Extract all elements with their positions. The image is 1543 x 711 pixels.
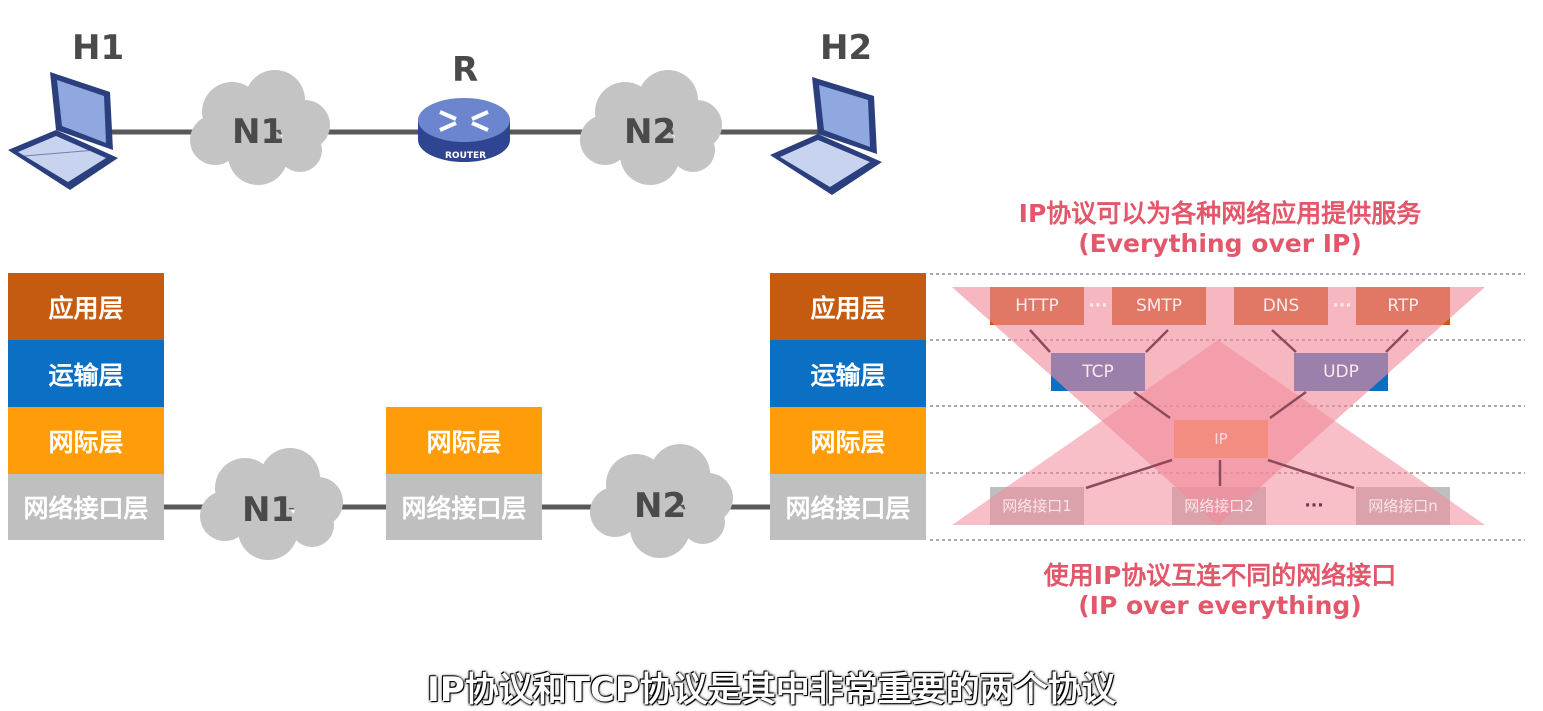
bottom-triangle — [952, 340, 1485, 525]
left-layer-interface: 网络接口层 — [8, 474, 164, 540]
router-layer-interface: 网络接口层 — [386, 474, 542, 540]
caption-top-line1: IP协议可以为各种网络应用提供服务 — [1018, 199, 1422, 228]
host-h2-label: H2 — [820, 28, 873, 68]
right-layer-transport: 运输层 — [770, 340, 926, 407]
proto-http: HTTP — [1015, 296, 1059, 316]
left-layer-transport: 运输层 — [8, 340, 164, 407]
protocol-arrows — [1029, 329, 1409, 490]
cloud-n2-top-icon — [580, 70, 722, 185]
right-layer-internet: 网际层 — [770, 407, 926, 474]
proto-udp: UDP — [1323, 362, 1359, 382]
proto-ip: IP — [1214, 430, 1228, 448]
router-badge: ROUTER — [445, 151, 487, 161]
cloud-n2-bottom-icon — [590, 444, 733, 558]
right-layer-interface: 网络接口层 — [770, 474, 926, 540]
proto-tcp: TCP — [1082, 362, 1114, 382]
proto-dns: DNS — [1262, 296, 1300, 316]
caption-bottom-line1: 使用IP协议互连不同的网络接口 — [1043, 561, 1397, 590]
laptop-h2-icon — [770, 77, 882, 195]
proto-rtp: RTP — [1387, 296, 1419, 316]
interface-1: 网络接口1 — [1002, 497, 1072, 515]
laptop-h1-icon — [8, 72, 118, 190]
router-icon — [418, 98, 510, 162]
cloud-n1-top-label: N1 — [232, 112, 285, 152]
right-layer-application: 应用层 — [770, 273, 926, 340]
cloud-n1-bottom-icon — [200, 448, 343, 560]
proto-smtp: SMTP — [1135, 296, 1183, 316]
ellipsis-interfaces: ··· — [1304, 496, 1324, 516]
interface-n: 网络接口n — [1368, 497, 1438, 515]
cloud-n1-top-icon — [190, 70, 330, 185]
caption-bottom-line2: (IP over everything) — [1078, 591, 1362, 620]
host-h1-label: H1 — [72, 28, 125, 68]
cloud-n1-bottom-label: N1 — [242, 490, 295, 530]
ellipsis-app-2: ··· — [1332, 296, 1352, 316]
interface-2: 网络接口2 — [1184, 497, 1254, 515]
video-subtitle: IP协议和TCP协议是其中非常重要的两个协议 — [427, 670, 1116, 710]
diagram-canvas — [8, 70, 1525, 560]
caption-top-line2: (Everything over IP) — [1078, 229, 1362, 258]
left-layer-application: 应用层 — [8, 273, 164, 340]
cloud-n2-top-label: N2 — [624, 112, 677, 152]
left-layer-internet: 网际层 — [8, 407, 164, 474]
ellipsis-app-1: ··· — [1088, 296, 1108, 316]
router-r-label: R — [452, 50, 479, 90]
router-layer-internet: 网际层 — [386, 407, 542, 474]
cloud-n2-bottom-label: N2 — [634, 486, 687, 526]
